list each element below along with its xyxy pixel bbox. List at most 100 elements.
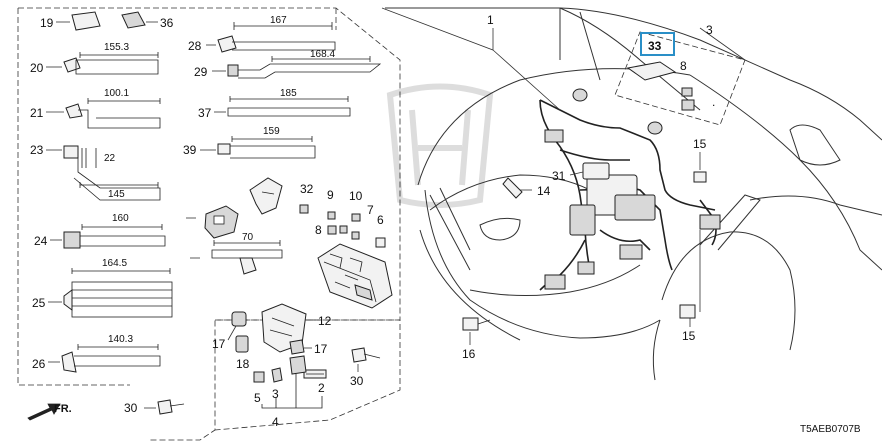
- callout-label: 24: [34, 234, 48, 248]
- part-7: [351, 231, 360, 240]
- callout-label: 31: [552, 169, 566, 183]
- part-bracket: [249, 177, 283, 215]
- dimension-label: 70: [242, 232, 254, 243]
- callout-label: 25: [32, 296, 46, 310]
- callout-label: 21: [30, 106, 44, 120]
- callout-31: 31: [552, 169, 584, 183]
- dimension-label: 145: [108, 189, 125, 200]
- part-clip-5: 5: [253, 371, 265, 405]
- callout-15-lower: 15: [679, 230, 701, 343]
- callout-label: 29: [194, 65, 208, 79]
- callout-14: 14: [502, 177, 551, 199]
- callout-label: 3: [272, 387, 279, 401]
- part-33-unit: [626, 61, 677, 81]
- callout-label: 36: [160, 16, 174, 30]
- callout-label: 15: [682, 329, 696, 343]
- main-wire-harness: [539, 88, 721, 291]
- watermark-logo: [386, 83, 494, 208]
- diagram-code: T5AEB0707B: [800, 424, 861, 435]
- part-26: 140.3 26: [32, 334, 161, 373]
- callout-label: 4: [272, 415, 279, 429]
- callout-label: 37: [198, 106, 212, 120]
- callout-label: 15: [693, 137, 707, 151]
- callout-label: 17: [314, 342, 328, 356]
- callout-label: 23: [30, 143, 44, 157]
- dimension-label: 100.1: [104, 88, 129, 99]
- part-24: 160 24: [34, 213, 166, 249]
- part-bolt-2: 2: [303, 369, 327, 395]
- part-10: [351, 213, 361, 222]
- callout-label-partial: .: [712, 95, 715, 109]
- callout-label: 28: [188, 39, 202, 53]
- part-37: 185 37: [198, 88, 351, 120]
- module-31: [582, 162, 610, 180]
- callout-label: 18: [236, 357, 250, 371]
- callout-1: 1: [381, 7, 561, 111]
- callout-label: 12: [318, 314, 332, 328]
- dimension-label: 164.5: [102, 258, 127, 269]
- harness-connector: [544, 274, 566, 290]
- part-connector-block: [186, 205, 239, 239]
- callout-label: 30: [350, 374, 364, 388]
- part-17-lower: 17: [289, 339, 328, 356]
- callout-label: 39: [183, 143, 197, 157]
- callout-label: 2: [318, 381, 325, 395]
- part-70-strap: 70: [190, 232, 283, 275]
- callout-label: 32: [300, 182, 314, 196]
- highlight-box: [640, 32, 675, 56]
- dimension-label: 155.3: [104, 42, 129, 53]
- part-19: 19: [40, 11, 101, 31]
- part-32: [299, 204, 309, 214]
- harness-connector: [614, 194, 656, 221]
- part-connector-4: 4: [261, 355, 323, 429]
- part-6: [375, 237, 386, 248]
- arrow-icon: [27, 403, 61, 421]
- callout-16: 16: [462, 317, 491, 361]
- callout-15-upper: 15: [693, 137, 707, 183]
- callout-label: 8: [315, 223, 322, 237]
- sub-assembly-box: 3 33 8 .: [614, 23, 746, 126]
- highlighted-part-label: 33: [648, 39, 662, 53]
- callout-label: 30: [124, 401, 138, 415]
- part-8: [327, 225, 337, 235]
- dimension-label: 167: [270, 15, 287, 26]
- dimension-label: 168.4: [310, 49, 335, 60]
- part-28: 167 28: [188, 15, 336, 53]
- small-clips: 32 9 10 8 7 6: [299, 182, 386, 248]
- part-29: 168.4 29: [194, 49, 382, 79]
- callout-label-partial: 3: [706, 23, 713, 37]
- callout-label: 9: [327, 188, 334, 202]
- front-direction-indicator: FR.: [27, 403, 72, 421]
- part-7-clip: [681, 99, 695, 111]
- callout-label: 20: [30, 61, 44, 75]
- dimension-label: 160: [112, 213, 129, 224]
- callout-label: 16: [462, 347, 476, 361]
- dimension-label: 22: [104, 153, 116, 164]
- dimension-label: 185: [280, 88, 297, 99]
- part-20: 155.3 20: [30, 42, 159, 75]
- dimension-label: 159: [263, 126, 280, 137]
- part-30-right: 30: [350, 347, 381, 388]
- part-8b: [339, 225, 348, 234]
- callout-label: 7: [367, 203, 374, 217]
- part-17-upper: 17: [212, 311, 247, 351]
- part-21: 100.1 21: [30, 88, 161, 129]
- harness-connector: [619, 244, 643, 260]
- harness-connector: [699, 214, 721, 230]
- relay-box: [317, 243, 393, 309]
- dimension-label: 140.3: [108, 334, 133, 345]
- callout-label: 26: [32, 357, 46, 371]
- callout-label: 8: [680, 59, 687, 73]
- direction-label: FR.: [54, 403, 72, 415]
- callout-label: 19: [40, 16, 54, 30]
- harness-connector: [569, 204, 596, 236]
- harness-connector: [577, 261, 595, 275]
- callout-label: 5: [254, 391, 261, 405]
- callout-label: 10: [349, 189, 363, 203]
- callout-label: 6: [377, 213, 384, 227]
- part-clip-3: 3: [271, 367, 283, 401]
- grommet: [647, 121, 663, 135]
- part-12: 12: [261, 303, 332, 353]
- part-25: 164.5 25: [32, 258, 173, 318]
